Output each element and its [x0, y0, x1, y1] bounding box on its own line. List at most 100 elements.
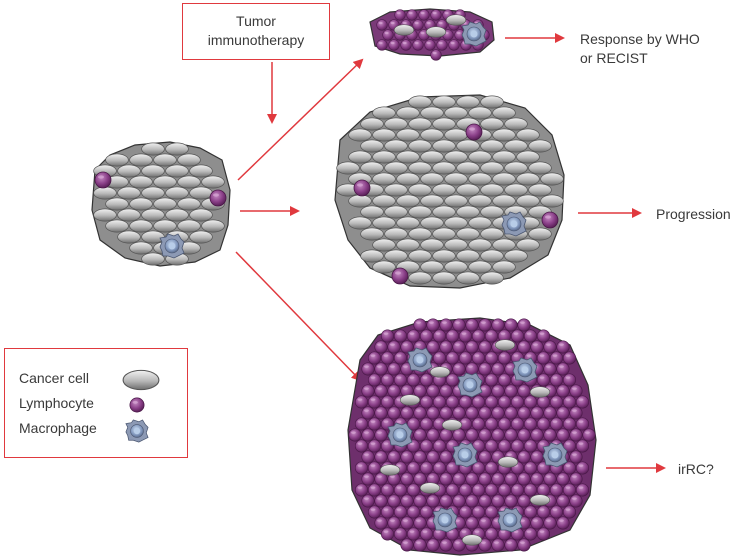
cancer-cell: [480, 249, 504, 263]
lymphocyte: [387, 384, 401, 398]
lymphocyte: [556, 384, 570, 398]
cancer-cell: [429, 366, 451, 378]
lymphocyte: [419, 373, 434, 387]
cancer-cell: [468, 238, 492, 252]
cancer-cell: [492, 172, 516, 186]
lymphocyte: [452, 318, 466, 332]
lymphocyte: [432, 351, 447, 365]
lymphocyte: [523, 483, 538, 497]
lymphocyte: [497, 439, 512, 453]
cancer-cell: [372, 150, 396, 164]
lymphocyte: [569, 384, 583, 398]
cancer-cell: [516, 128, 540, 142]
lymphocyte: [569, 406, 583, 420]
cancer-cell: [456, 161, 480, 175]
lymphocyte: [569, 494, 583, 508]
lymphocyte: [374, 362, 388, 376]
lymphocyte: [367, 417, 382, 431]
lymphocyte: [380, 395, 395, 409]
lymphocyte: [387, 340, 401, 354]
lymphocyte: [452, 472, 466, 486]
lymphocyte: [491, 428, 505, 442]
lymphocyte: [412, 39, 424, 51]
lymphocyte: [426, 340, 440, 354]
lymphocyte: [376, 39, 388, 51]
lymphocyte: [536, 417, 551, 431]
response-label-line1: Response by WHO: [580, 31, 700, 47]
cancer-cell: [516, 172, 540, 186]
lymphocyte: [562, 483, 577, 497]
cancer-cell: [129, 175, 153, 189]
lymphocyte: [471, 483, 486, 497]
lymphocyte: [382, 29, 394, 41]
cancer-cell: [441, 419, 463, 431]
lymphocyte: [458, 395, 473, 409]
cancer-cell: [529, 494, 551, 506]
lymphocyte: [367, 461, 382, 475]
lymphocyte: [445, 351, 460, 365]
macrophage: [432, 507, 458, 533]
lymphocyte: [517, 538, 531, 552]
cancer-cell: [432, 183, 456, 197]
cancer-cell: [105, 197, 129, 211]
lymphocyte: [556, 472, 570, 486]
therapy-label-line2: immunotherapy: [207, 32, 305, 48]
lymphocyte: [354, 417, 369, 431]
cancer-cell: [420, 238, 444, 252]
cancer-cell: [93, 208, 117, 222]
lymphocyte: [413, 472, 427, 486]
lymphocyte: [465, 406, 479, 420]
lymphocyte: [406, 483, 421, 497]
lymphocyte: [380, 505, 395, 519]
cancer-cell: [456, 183, 480, 197]
lymphocyte: [543, 362, 557, 376]
lymphocyte: [445, 483, 460, 497]
lymphocyte: [536, 395, 551, 409]
cancer-cell: [408, 205, 432, 219]
lymphocyte: [575, 461, 590, 475]
cancer-cell: [201, 175, 225, 189]
cancer-cell: [420, 194, 444, 208]
lymphocyte: [549, 505, 564, 519]
arrow-to-irrc-tumor: [235, 251, 362, 382]
lymphocyte: [406, 527, 421, 541]
lymphocyte: [376, 19, 388, 31]
cancer-cell: [492, 238, 516, 252]
cancer-cell: [444, 238, 468, 252]
cancer-cell: [408, 139, 432, 153]
response-label-line2: or RECIST: [580, 50, 648, 66]
lymphocyte: [367, 439, 382, 453]
lymphocyte: [419, 439, 434, 453]
cancer-cell: [444, 216, 468, 230]
cancer-cell: [492, 106, 516, 120]
lymphocyte: [391, 267, 409, 285]
lymphocyte: [484, 351, 499, 365]
cancer-cell: [384, 139, 408, 153]
cancer-cell: [117, 186, 141, 200]
lymphocyte: [374, 384, 388, 398]
lymphocyte: [426, 450, 440, 464]
lymphocyte: [419, 505, 434, 519]
cancer-cell: [528, 183, 552, 197]
cancer-cell: [492, 150, 516, 164]
lymphocyte: [406, 329, 421, 343]
cancer-cell: [189, 186, 213, 200]
lymphocyte: [458, 483, 473, 497]
lymphocyte: [536, 483, 551, 497]
cancer-cell: [480, 161, 504, 175]
cancer-cell: [492, 194, 516, 208]
lymphocyte: [497, 483, 512, 497]
lymphocyte: [394, 9, 406, 21]
cancer-cell: [432, 95, 456, 109]
lymphocyte: [426, 494, 440, 508]
cancer-cell: [480, 183, 504, 197]
cancer-cell: [396, 172, 420, 186]
macrophage: [512, 357, 538, 383]
lymphocyte: [517, 406, 531, 420]
lymphocyte: [354, 439, 369, 453]
lymphocyte: [504, 472, 518, 486]
lymphocyte: [413, 428, 427, 442]
macrophage: [407, 347, 433, 373]
cancer-cell: [105, 153, 129, 167]
lymphocyte: [448, 39, 460, 51]
